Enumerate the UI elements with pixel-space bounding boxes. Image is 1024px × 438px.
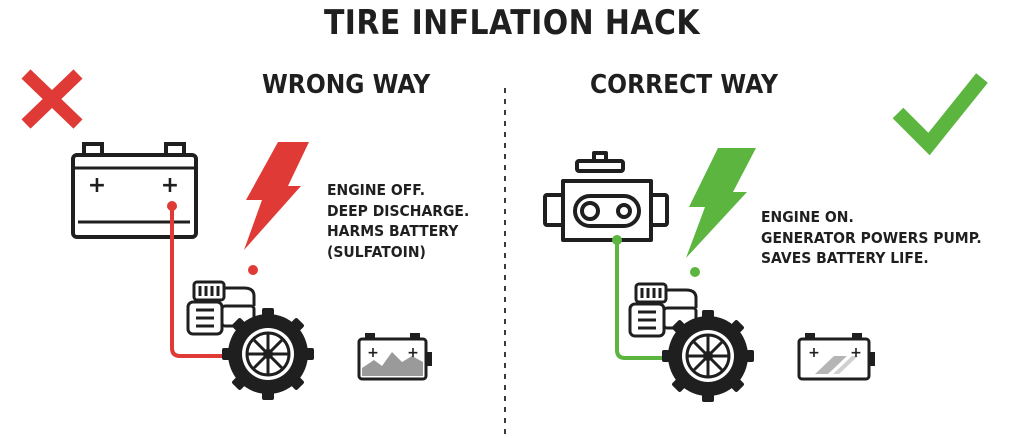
green-pressure-dot [690,267,700,277]
correct-way-heading: CORRECT WAY [590,70,778,100]
tire-icon [220,306,316,402]
wrong-line-4: (SULFATOIN) [327,242,426,261]
healthy-battery-plus-left: + [808,345,820,361]
green-power-cable [615,240,700,360]
healthy-battery-plus-right: + [850,345,862,361]
green-cable-terminal [612,235,622,245]
red-cable-terminal [167,201,177,211]
battery-plus-left: + [88,173,106,198]
red-power-cable [170,206,262,358]
wrong-way-description: ENGINE OFF. DEEP DISCHARGE. HARMS BATTER… [327,180,469,262]
page-title: TIRE INFLATION HACK [323,3,701,43]
wrong-line-1: ENGINE OFF. [327,181,426,199]
wrong-cross-icon [21,69,83,129]
car-engine-icon [543,151,669,242]
red-lightning-icon [244,142,309,250]
correct-line-3: SAVES BATTERY LIFE. [761,249,929,267]
small-battery-plus-left: + [367,345,379,361]
wrong-line-2: DEEP DISCHARGE. [327,201,470,220]
correct-line-2: GENERATOR POWERS PUMP. [761,228,982,247]
healthy-battery-icon: + + [797,333,875,381]
correct-line-1: ENGINE ON. [761,208,854,226]
green-lightning-icon [686,148,756,258]
correct-way-description: ENGINE ON. GENERATOR POWERS PUMP. SAVES … [761,207,982,269]
wrong-way-heading: WRONG WAY [262,70,431,100]
discharged-battery-icon: + + [357,333,432,381]
tire-icon-correct [660,308,756,404]
green-checkmark-icon [892,73,988,156]
red-pressure-dot [248,265,258,275]
car-battery-icon: + + [71,142,198,239]
battery-plus-right: + [161,173,179,198]
small-battery-plus-right: + [407,345,419,361]
wrong-line-3: HARMS BATTERY [327,222,459,240]
